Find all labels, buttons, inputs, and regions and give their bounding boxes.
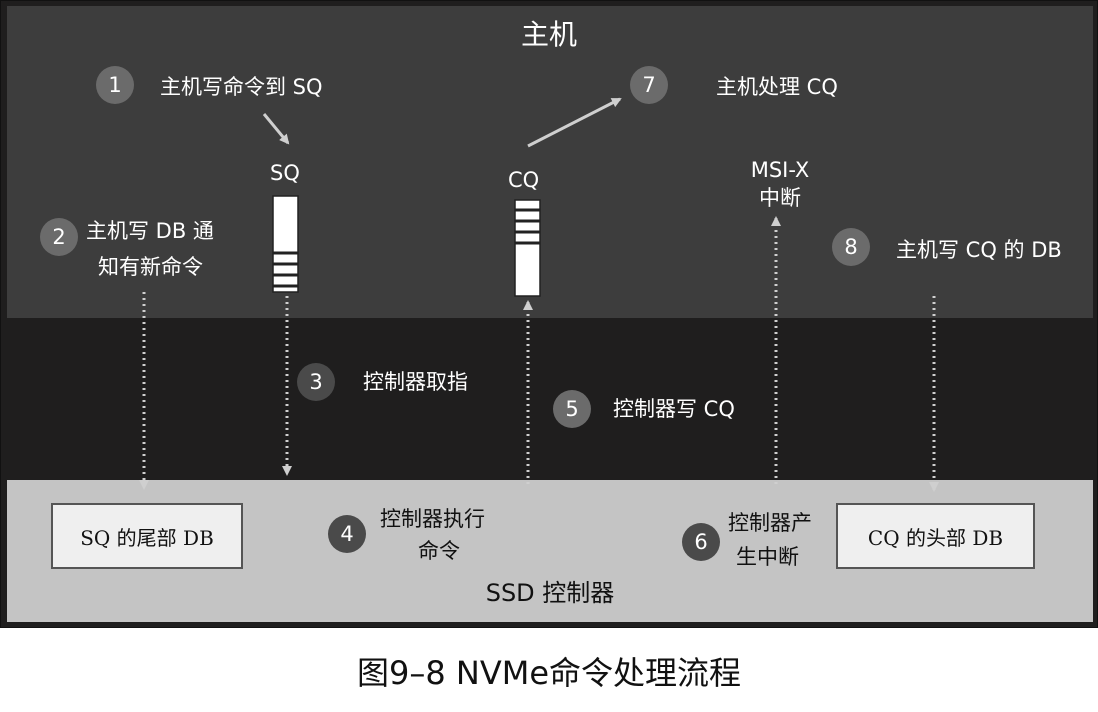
step-1-badge: 1: [96, 66, 134, 104]
step-8-label: 主机写 CQ 的 DB: [896, 238, 1062, 262]
completion-queue: [514, 199, 541, 297]
step-6-line2: 生中断: [736, 545, 799, 569]
step-4-line2: 命令: [418, 539, 460, 563]
step-5-label: 控制器写 CQ: [613, 397, 735, 421]
step-2-badge: 2: [40, 218, 78, 256]
step-7-label: 主机处理 CQ: [716, 75, 838, 99]
step-1-label: 主机写命令到 SQ: [160, 75, 323, 99]
msix-line1: MSI-X: [750, 158, 810, 182]
step-2-line2: 知有新命令: [98, 255, 203, 279]
submission-queue: [272, 195, 299, 293]
step-6-badge: 6: [682, 523, 720, 561]
step-4-badge: 4: [328, 515, 366, 553]
step-3-label: 控制器取指: [363, 370, 468, 394]
msix-line2: 中断: [759, 186, 801, 210]
step-7-badge: 7: [630, 66, 668, 104]
cq-label: CQ: [508, 168, 540, 192]
cq-head-doorbell-label: CQ 的头部 DB: [867, 525, 1004, 550]
figure-caption: 图9–8 NVMe命令处理流程: [356, 654, 742, 692]
sq-label: SQ: [270, 161, 300, 185]
arrow-host-to-sq: [262, 113, 290, 145]
step-3-badge: 3: [297, 363, 335, 401]
sq-tail-doorbell-box: SQ 的尾部 DB: [51, 503, 243, 569]
arrow-host-process-cq: [527, 97, 622, 148]
step-2-line1: 主机写 DB 通: [86, 219, 214, 243]
step-4-line1: 控制器执行: [380, 507, 485, 531]
host-title: 主机: [520, 18, 577, 51]
host-region: [7, 6, 1093, 318]
transfer-region: [7, 318, 1093, 480]
step-8-badge: 8: [832, 228, 870, 266]
step-5-badge: 5: [553, 390, 591, 428]
step-6-line1: 控制器产: [728, 511, 812, 535]
sq-tail-doorbell-label: SQ 的尾部 DB: [80, 525, 214, 550]
cq-head-doorbell-box: CQ 的头部 DB: [836, 503, 1035, 569]
ssd-controller-title: SSD 控制器: [485, 579, 615, 607]
